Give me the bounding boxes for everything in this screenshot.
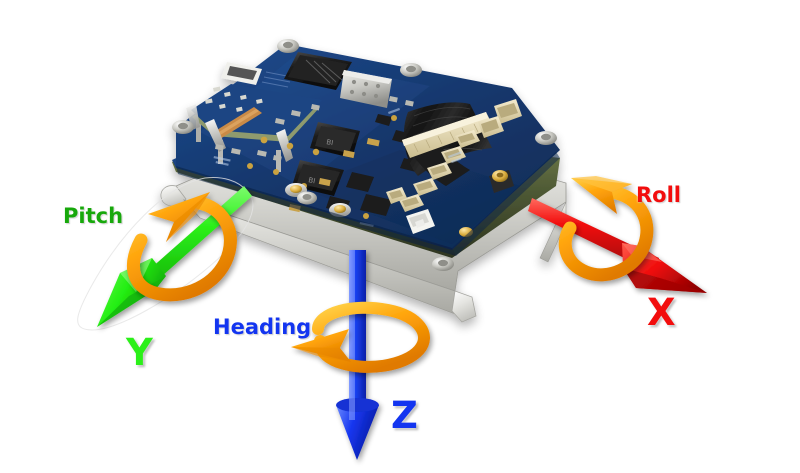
power-inductor: BI [310,122,360,158]
pitch-rotation-arc [127,192,237,302]
bga-memory-chip [284,52,352,90]
header-connector-block [402,112,494,158]
heading-rotation-arc [291,301,430,373]
mezzanine-board [186,62,322,172]
pitch-label: Pitch [63,204,124,228]
svg-text:BI: BI [308,176,316,185]
device-assembly: BI BI [160,39,567,323]
heading-label: Heading [213,315,312,339]
z-axis-arrow [336,250,379,460]
roll-rotation-arc [558,176,654,282]
svg-text:BI: BI [326,138,334,147]
x-axis-arrow [528,198,707,293]
roll-label: Roll [636,183,681,207]
rf-shield-can [340,70,392,108]
sma-connector-right [489,170,514,193]
x-axis-label: X [647,291,676,334]
y-axis-label: Y [126,331,153,374]
z-axis-label: Z [391,394,418,437]
white-connector [406,209,435,234]
mounting-screws [172,39,557,271]
